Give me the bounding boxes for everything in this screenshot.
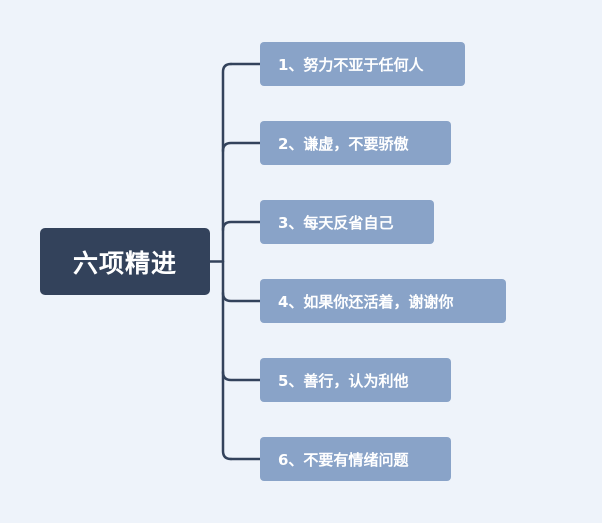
subtopic-5[interactable]: 5、善行，认为利他 bbox=[260, 358, 451, 402]
connector-trunk bbox=[221, 62, 233, 461]
root-topic[interactable]: 六项精进 bbox=[40, 228, 210, 295]
subtopic-3[interactable]: 3、每天反省自己 bbox=[260, 200, 434, 244]
connector-branch-5 bbox=[221, 370, 262, 382]
subtopic-4[interactable]: 4、如果你还活着，谢谢你 bbox=[260, 279, 506, 323]
subtopic-6[interactable]: 6、不要有情绪问题 bbox=[260, 437, 451, 481]
connector-branch-2 bbox=[221, 141, 262, 153]
subtopic-1[interactable]: 1、努力不亚于任何人 bbox=[260, 42, 465, 86]
connector-branch-3 bbox=[221, 220, 262, 232]
connector-branch-4 bbox=[221, 291, 262, 303]
subtopic-2[interactable]: 2、谦虚，不要骄傲 bbox=[260, 121, 451, 165]
